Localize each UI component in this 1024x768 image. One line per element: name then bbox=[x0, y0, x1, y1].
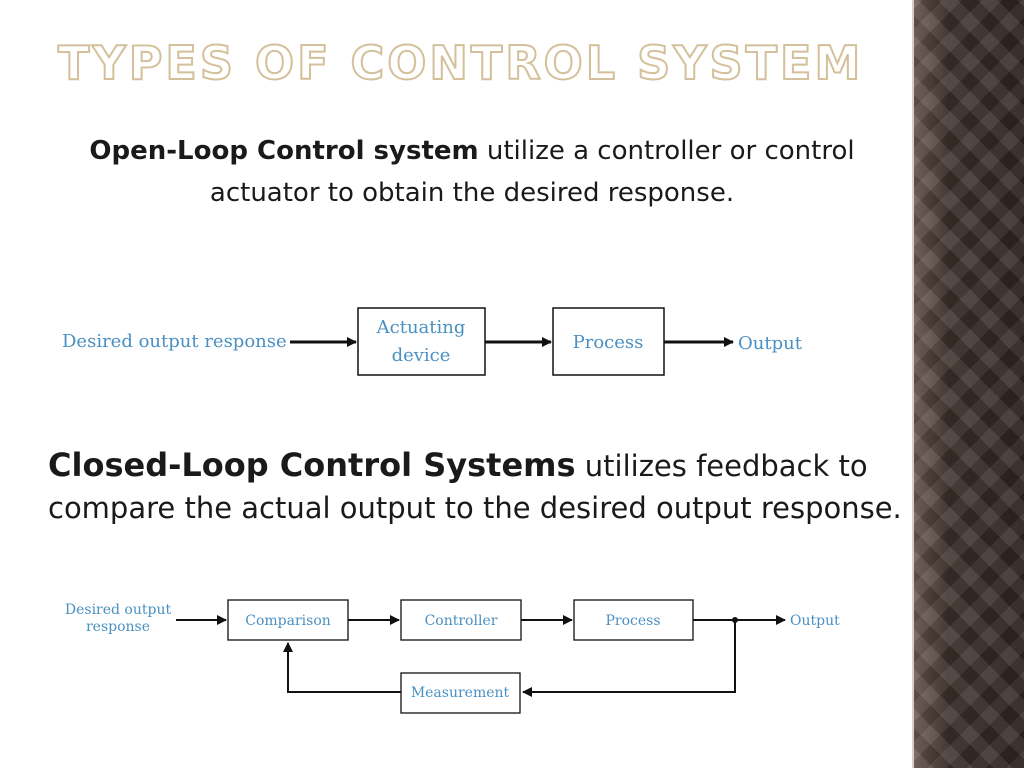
open-loop-description: utilize a controller or control actuator… bbox=[209, 136, 855, 208]
closed-comparison-block bbox=[227, 599, 349, 641]
slide-title: Types of Control System bbox=[57, 36, 864, 90]
closed-process-label: Process bbox=[605, 613, 660, 629]
decorative-side-band bbox=[912, 0, 1024, 768]
closed-controller-label: Controller bbox=[425, 613, 498, 629]
closed-loop-diagram: Desired output response Comparison Contr… bbox=[65, 599, 840, 714]
closed-measurement-label: Measurement bbox=[411, 685, 510, 701]
closed-measurement-block bbox=[400, 672, 521, 714]
closed-comparison-label: Comparison bbox=[245, 613, 331, 629]
open-loop-diagram: Desired output response Actuating device… bbox=[62, 307, 803, 376]
open-process-block bbox=[552, 307, 665, 376]
closed-output-label: Output bbox=[790, 613, 840, 629]
open-actuating-block bbox=[357, 307, 486, 376]
open-input-label: Desired output response bbox=[62, 331, 287, 352]
closed-feedback-line-left bbox=[283, 642, 401, 693]
closed-input-label-2: response bbox=[86, 619, 150, 635]
closed-loop-paragraph: Closed-Loop Control Systems utilizes fee… bbox=[48, 444, 910, 529]
closed-loop-term: Closed-Loop Control Systems bbox=[48, 446, 576, 484]
closed-input-label-1: Desired output bbox=[65, 602, 172, 618]
closed-loop-description: utilizes feedback to compare the actual … bbox=[48, 449, 902, 525]
open-loop-term: Open-Loop Control system bbox=[89, 136, 479, 166]
closed-feedback-line-right bbox=[522, 620, 736, 697]
open-process-label: Process bbox=[573, 332, 644, 353]
open-actuating-label-1: Actuating bbox=[376, 317, 466, 338]
open-actuating-label-2: device bbox=[392, 345, 451, 366]
open-loop-paragraph: Open-Loop Control system utilize a contr… bbox=[62, 130, 882, 214]
open-output-label: Output bbox=[738, 333, 803, 354]
